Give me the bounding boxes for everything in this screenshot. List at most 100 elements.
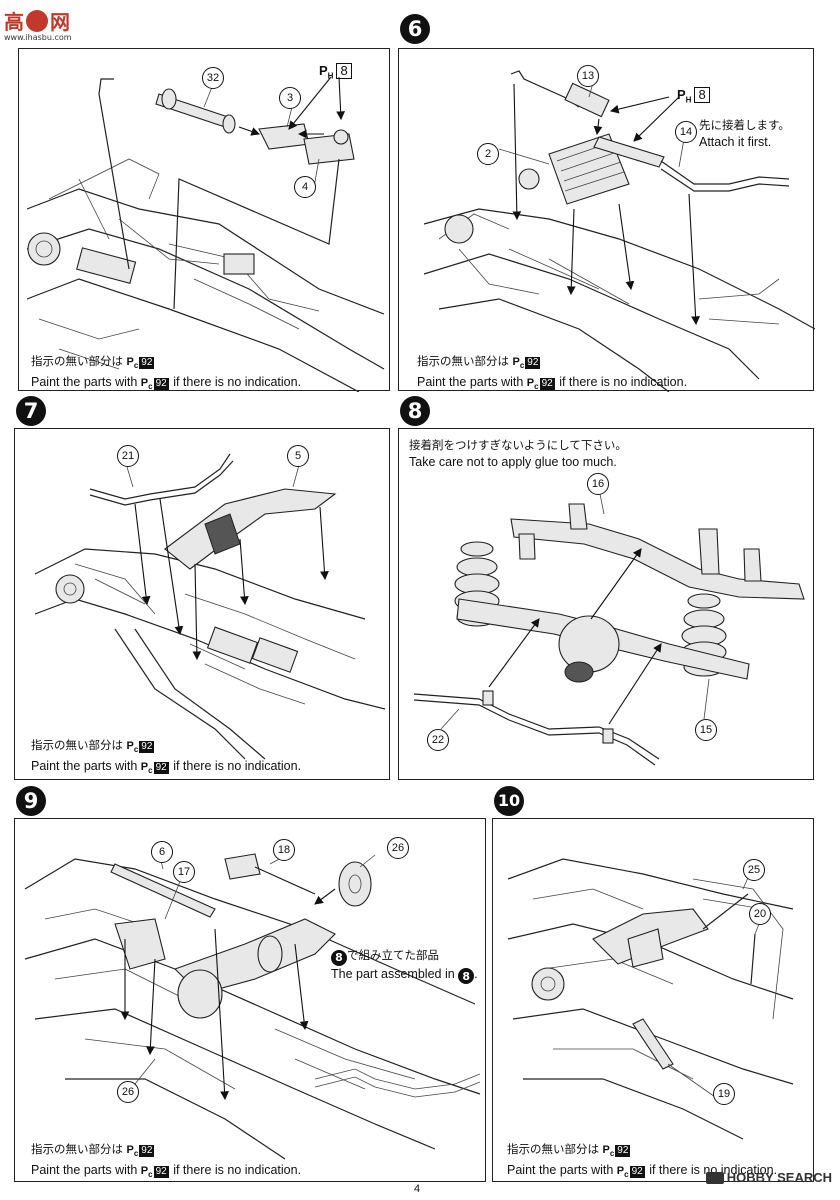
pc-letter: P bbox=[140, 377, 149, 390]
part-17-callout: 17 bbox=[173, 861, 195, 883]
pc-letter: P bbox=[526, 377, 535, 390]
part-3-callout: 3 bbox=[279, 87, 301, 109]
ph-letter: P bbox=[677, 87, 686, 102]
pc-number: 92 bbox=[139, 741, 155, 753]
pc-letter: P bbox=[140, 1165, 149, 1178]
step-7-number: 7 bbox=[16, 396, 46, 426]
watermark-brand-2: 网 bbox=[50, 10, 70, 34]
step-6-number: 6 bbox=[400, 14, 430, 44]
part-13-callout: 13 bbox=[577, 65, 599, 87]
paint-note-jp: 指示の無い部分は bbox=[417, 354, 509, 368]
paint-note-en-pre: Paint the parts with bbox=[31, 1163, 138, 1178]
part-26-callout: 26 bbox=[387, 837, 409, 859]
pc-label: Pc bbox=[527, 375, 539, 395]
ref-note-jp: で組み立てた部品 bbox=[347, 948, 439, 962]
glue-note-en: Take care not to apply glue too much. bbox=[409, 455, 617, 469]
watermark-brand: 高 bbox=[4, 10, 24, 34]
part-4-callout: 4 bbox=[294, 176, 316, 198]
paint-note-en-pre: Paint the parts with bbox=[31, 759, 138, 774]
hobby-search-watermark: HOBBY SEARCH bbox=[705, 1170, 832, 1185]
part-19-callout: 19 bbox=[713, 1083, 735, 1105]
pc-letter: P bbox=[126, 356, 134, 368]
pc-label: Pc bbox=[141, 1163, 153, 1183]
pc-label: Pc bbox=[141, 759, 153, 779]
paint-note-jp: 指示の無い部分は bbox=[507, 1142, 599, 1156]
pc-label: Pc bbox=[126, 738, 138, 758]
pc-label: Pc bbox=[126, 1142, 138, 1162]
part-14-callout: 14 bbox=[675, 121, 697, 143]
pc-number: 92 bbox=[629, 1166, 645, 1179]
paint-note-en-post: if there is no indication. bbox=[173, 1163, 302, 1178]
ph-number: 8 bbox=[336, 63, 352, 79]
paint-note-en-pre: Paint the parts with bbox=[417, 375, 524, 390]
pc-letter: P bbox=[140, 761, 149, 774]
watermark-url: www.ihasbu.com bbox=[4, 33, 72, 42]
step-5-illustration bbox=[26, 76, 385, 392]
attach-first-jp: 先に接着します。 bbox=[699, 118, 790, 132]
pc-number: 92 bbox=[139, 1145, 155, 1157]
pc-number: 92 bbox=[139, 357, 155, 369]
step-8-illustration bbox=[413, 488, 805, 766]
ph-letter: P bbox=[319, 63, 328, 78]
pc-label: Pc bbox=[602, 1142, 614, 1162]
paint-note-en-pre: Paint the parts with bbox=[507, 1163, 614, 1178]
part-5-callout: 5 bbox=[287, 445, 309, 467]
pc-number: 92 bbox=[153, 1166, 169, 1179]
paint-note-en-post: if there is no indication. bbox=[559, 375, 688, 390]
ph-number: 8 bbox=[694, 87, 710, 103]
pc-sub: c bbox=[148, 766, 153, 776]
pc-label: Pc bbox=[617, 1163, 629, 1183]
pc-label: Pc bbox=[512, 354, 524, 374]
pc-sub: c bbox=[133, 1149, 139, 1159]
ref-step-8-badge: 8 bbox=[331, 949, 347, 966]
part-20-callout: 20 bbox=[749, 903, 771, 925]
part-26-callout-lower: 26 bbox=[117, 1081, 139, 1103]
pc-number: 92 bbox=[153, 762, 169, 775]
step-10-illustration bbox=[507, 858, 794, 1140]
step-9-illustration bbox=[24, 853, 481, 1160]
step-6-illustration bbox=[423, 70, 815, 392]
pc-number: 92 bbox=[615, 1145, 631, 1157]
ref-step-8-badge-en: 8 bbox=[458, 968, 475, 984]
attach-first-en: Attach it first. bbox=[699, 135, 772, 149]
part-22-callout: 22 bbox=[427, 729, 449, 751]
part-25-callout: 25 bbox=[743, 859, 765, 881]
paint-note-en-pre: Paint the parts with bbox=[31, 375, 138, 390]
pc-sub: c bbox=[148, 382, 153, 392]
pc-letter: P bbox=[602, 1144, 610, 1156]
step-6-attach-first-note: 先に接着します。 Attach it first. bbox=[699, 117, 790, 151]
step-7-illustration bbox=[34, 453, 386, 760]
step-9-number: 9 bbox=[16, 786, 46, 816]
pc-sub: c bbox=[534, 382, 539, 392]
pc-sub: c bbox=[148, 1170, 153, 1180]
paint-note-en-post: if there is no indication. bbox=[649, 1163, 778, 1178]
pc-sub: c bbox=[624, 1170, 629, 1180]
part-16-callout: 16 bbox=[587, 473, 609, 495]
pc-label: Pc bbox=[141, 375, 153, 395]
part-6-callout: 6 bbox=[151, 841, 173, 863]
page-number: 4 bbox=[414, 1183, 421, 1195]
step-8-number: 8 bbox=[400, 396, 430, 426]
ph-sub: H bbox=[685, 95, 692, 105]
hobby-search-text: HOBBY SEARCH bbox=[726, 1170, 832, 1185]
part-15-callout: 15 bbox=[695, 719, 717, 741]
step-10-number: 10 bbox=[494, 786, 524, 816]
pc-sub: c bbox=[519, 361, 525, 371]
part-32-callout: 32 bbox=[202, 67, 224, 89]
pc-letter: P bbox=[616, 1165, 625, 1178]
paint-note-jp: 指示の無い部分は bbox=[31, 1142, 123, 1156]
pc-number: 92 bbox=[153, 378, 169, 391]
step-8-glue-note: 接着剤をつけすぎないようにして下さい。 Take care not to app… bbox=[409, 437, 627, 471]
paint-note-en-post: if there is no indication. bbox=[173, 375, 302, 390]
ph-sub: H bbox=[327, 71, 334, 81]
